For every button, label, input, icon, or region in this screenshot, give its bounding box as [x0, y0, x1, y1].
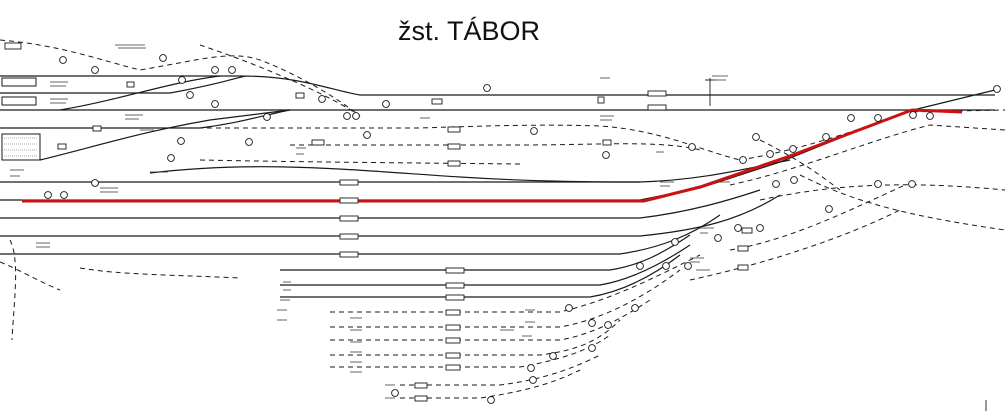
solid-tracks: [0, 75, 996, 298]
set-route: [22, 108, 963, 203]
switch-points: [44, 54, 1001, 404]
signals: [4, 42, 987, 411]
platform-2: [1, 96, 37, 106]
platform-1: [1, 77, 37, 87]
tiny-markings: [10, 44, 730, 399]
station-building: [1, 133, 41, 161]
platform-group: [1, 77, 41, 161]
dashed-tracks: [0, 39, 1006, 399]
station-title: žst. TÁBOR: [398, 16, 541, 46]
